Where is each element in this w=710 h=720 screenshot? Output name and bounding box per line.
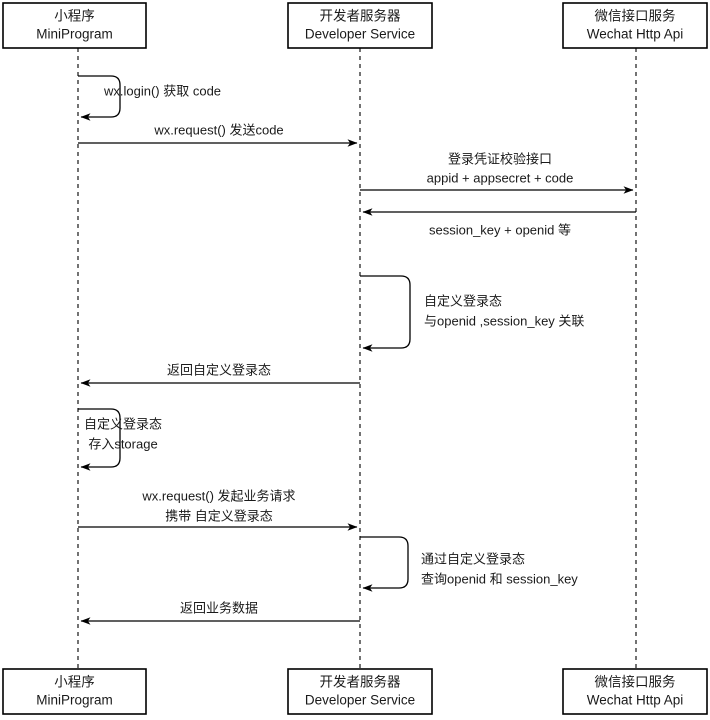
actor-label-cn: 开发者服务器: [320, 675, 401, 690]
actor-box-miniprogram-bottom[interactable]: 小程序 MiniProgram: [2, 668, 147, 715]
actor-label-en: Developer Service: [305, 27, 415, 42]
message-label-line: 返回自定义登录态: [167, 362, 271, 377]
message-m4[interactable]: session_key + openid 等: [362, 208, 636, 237]
message-m10[interactable]: 返回业务数据: [80, 600, 360, 625]
self-message-loop: [360, 275, 411, 352]
message-label-line: wx.request() 发送code: [153, 122, 283, 137]
actor-boxes-bottom: 小程序 MiniProgram 开发者服务器 Developer Service 微信接…: [2, 668, 708, 715]
message-label-line: 返回业务数据: [180, 600, 258, 615]
message-label-line: 携带 自定义登录态: [165, 508, 273, 523]
message-m6[interactable]: 返回自定义登录态: [80, 362, 360, 387]
actor-boxes-top: 小程序 MiniProgram 开发者服务器 Developer Service 微信接…: [2, 2, 708, 49]
actor-box-frame: [2, 2, 147, 49]
actor-label-en: Wechat Http Api: [587, 27, 684, 42]
actor-box-wechat-bottom[interactable]: 微信接口服务 Wechat Http Api: [562, 668, 708, 715]
actor-box-frame: [2, 668, 147, 715]
message-label-line: 登录凭证校验接口: [448, 151, 552, 166]
message-label-line: 通过自定义登录态: [421, 551, 525, 566]
message-label-line: 查询openid 和 session_key: [421, 571, 578, 586]
actor-label-en: MiniProgram: [36, 27, 113, 42]
actor-box-developer-bottom[interactable]: 开发者服务器 Developer Service: [287, 668, 433, 715]
message-label-line: session_key + openid 等: [429, 222, 571, 237]
self-message-loop: [78, 408, 121, 471]
actor-label-cn: 小程序: [54, 675, 95, 690]
actor-box-frame: [562, 668, 708, 715]
actor-label-cn: 微信接口服务: [595, 674, 676, 690]
actor-label-en: Wechat Http Api: [587, 693, 684, 708]
messages-group: wx.login() 获取 code wx.request() 发送code 登录凭…: [78, 75, 636, 625]
actor-label-en: MiniProgram: [36, 693, 113, 708]
self-message-loop: [78, 75, 121, 121]
actor-box-wechat-top[interactable]: 微信接口服务 Wechat Http Api: [562, 2, 708, 49]
message-label-line: wx.login() 获取 code: [103, 83, 221, 98]
actor-box-developer-top[interactable]: 开发者服务器 Developer Service: [287, 2, 433, 49]
message-label-line: appid + appsecret + code: [427, 170, 574, 185]
actor-box-frame: [287, 668, 433, 715]
message-m1[interactable]: wx.login() 获取 code: [78, 75, 221, 121]
self-message-loop: [360, 536, 409, 592]
message-m3[interactable]: 登录凭证校验接口 appid + appsecret + code: [360, 151, 634, 194]
actor-label-cn: 开发者服务器: [320, 9, 401, 24]
message-label-line: 与openid ,session_key 关联: [424, 313, 584, 328]
actor-label-cn: 小程序: [54, 9, 95, 24]
message-m2[interactable]: wx.request() 发送code: [78, 122, 358, 147]
message-label-line: 自定义登录态: [84, 416, 162, 431]
message-label-line: 存入storage: [88, 436, 157, 451]
actor-box-miniprogram-top[interactable]: 小程序 MiniProgram: [2, 2, 147, 49]
actor-box-frame: [562, 2, 708, 49]
actor-label-en: Developer Service: [305, 693, 415, 708]
message-label-line: 自定义登录态: [424, 293, 502, 308]
actor-box-frame: [287, 2, 433, 49]
message-label-line: wx.request() 发起业务请求: [141, 488, 295, 503]
actor-label-cn: 微信接口服务: [595, 8, 676, 24]
